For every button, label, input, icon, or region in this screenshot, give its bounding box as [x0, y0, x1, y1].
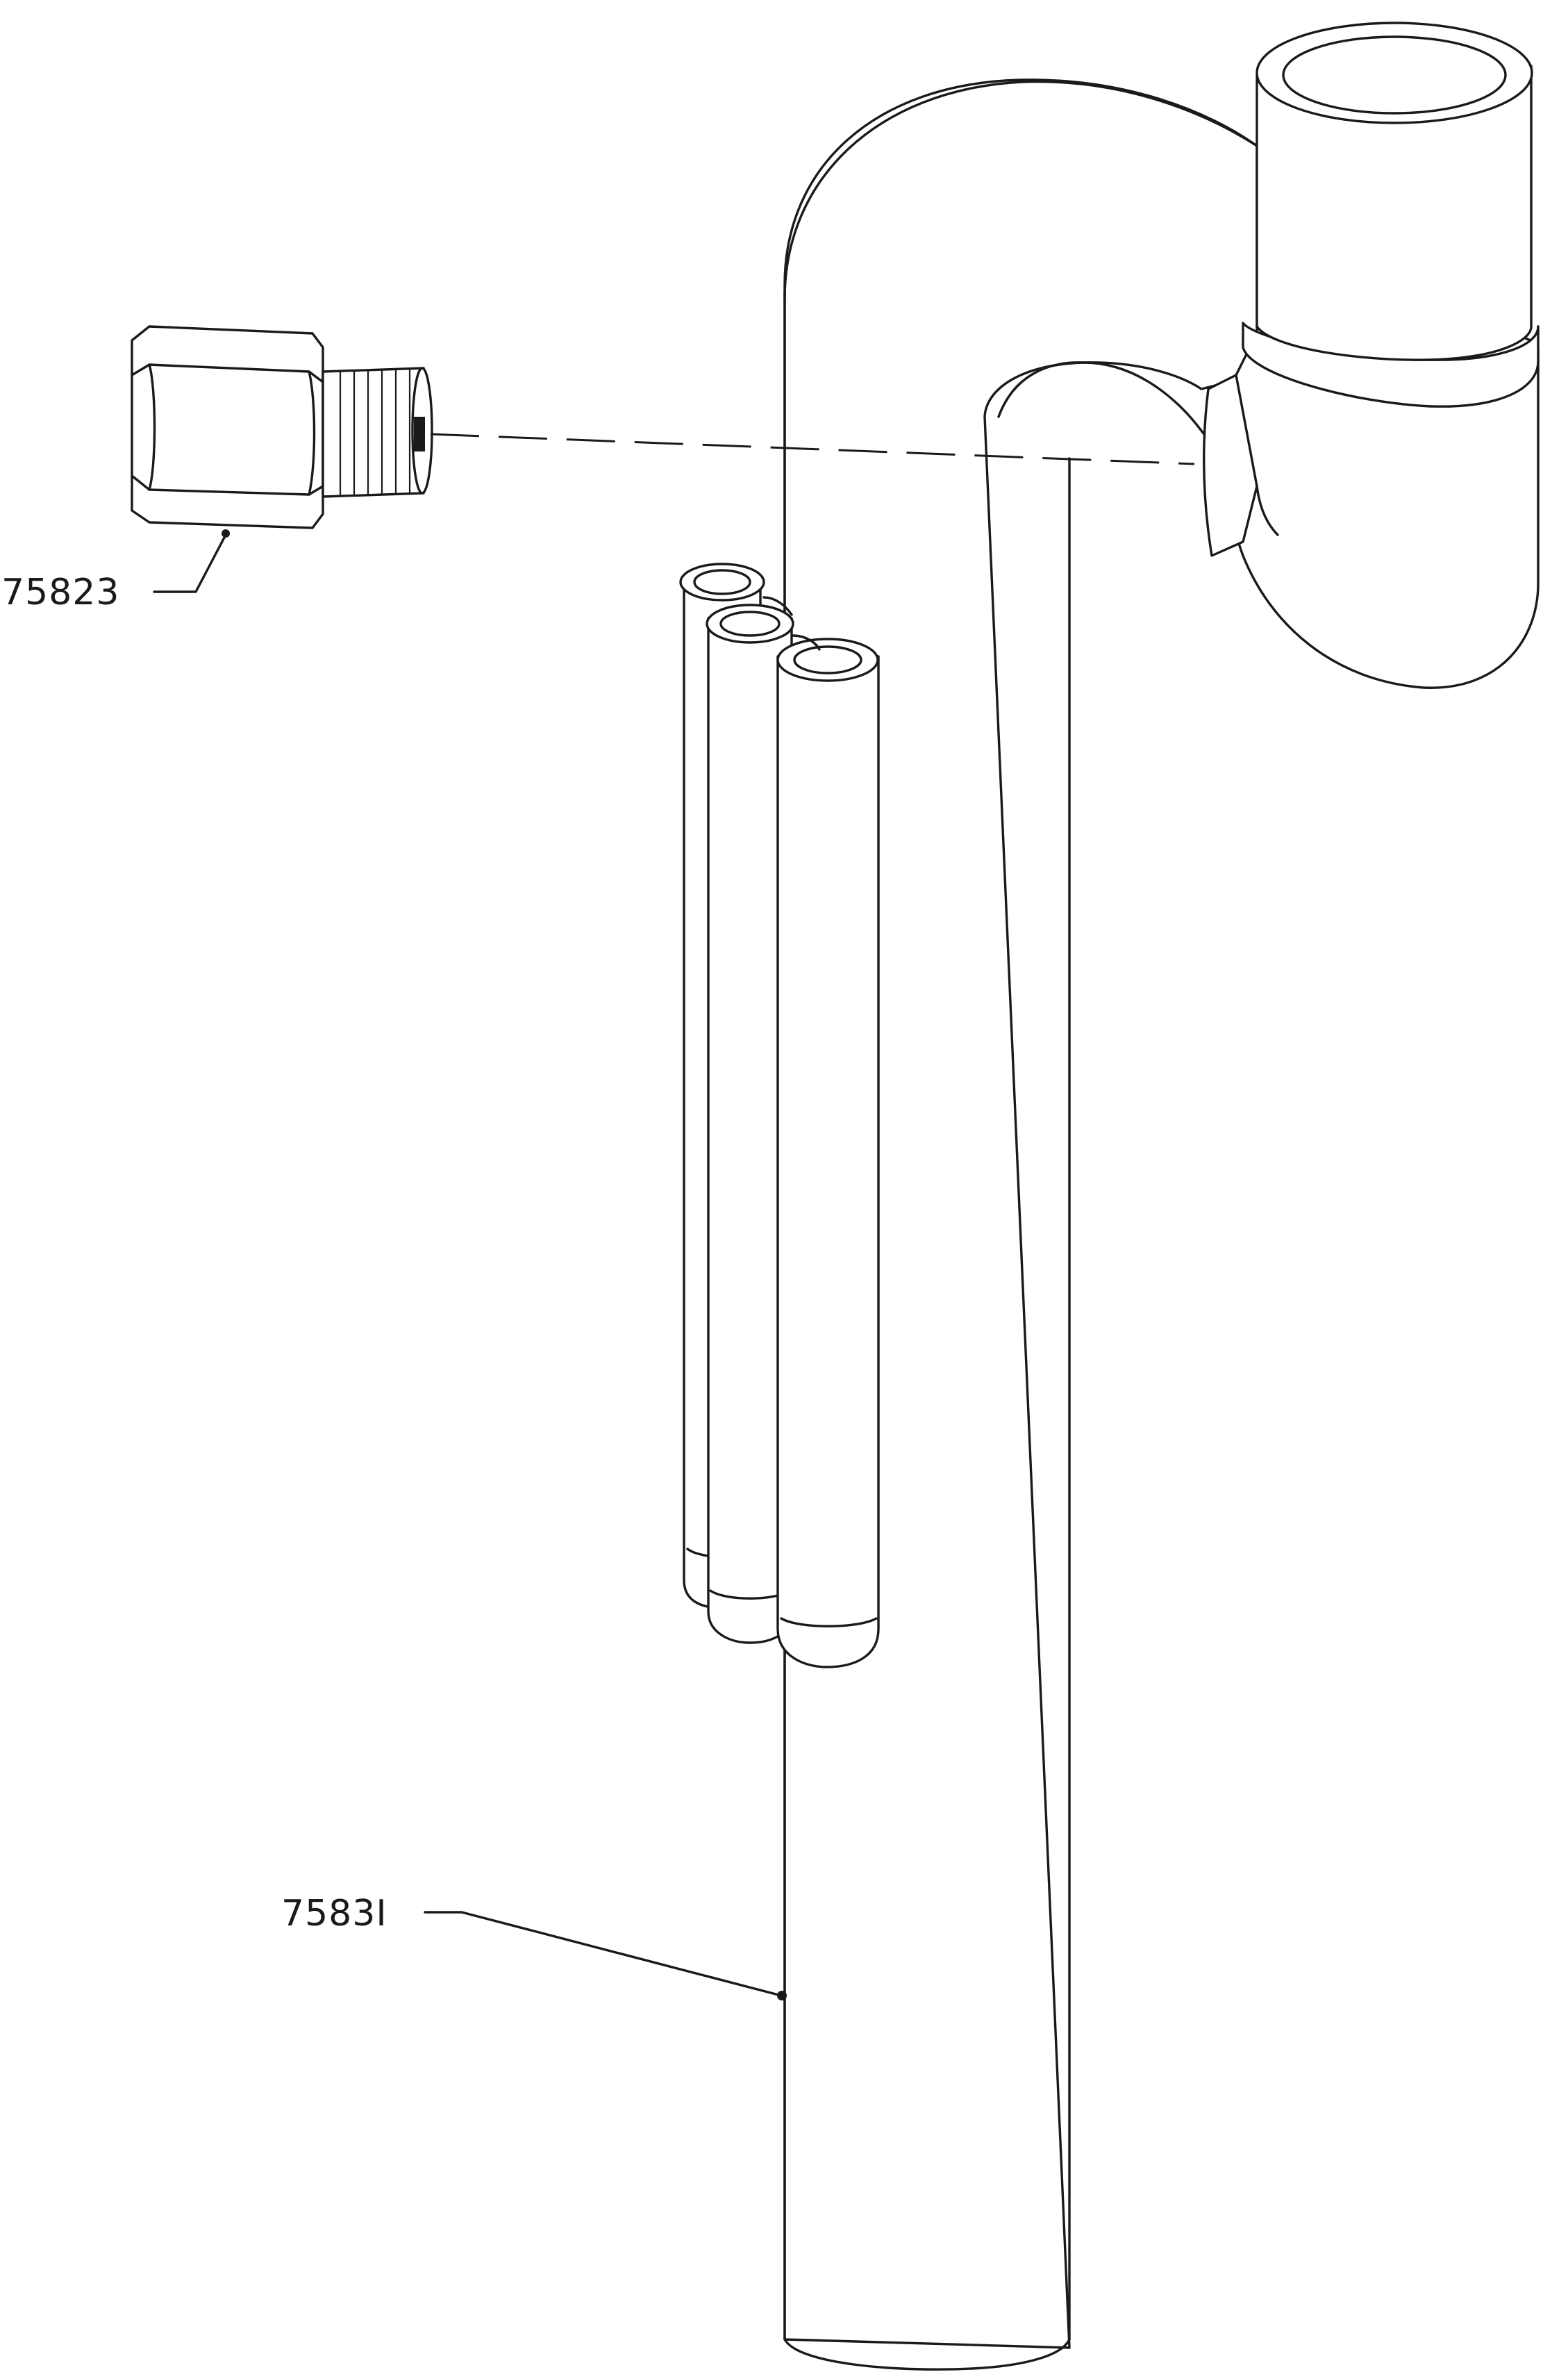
elbow-fitting	[1202, 22, 1540, 689]
callout-75823: 75823	[1, 529, 230, 613]
callout-75831: 7583I	[281, 1893, 787, 2000]
callout-label-75831: 7583I	[281, 1893, 387, 1934]
assembly-dashed-line	[430, 433, 1195, 465]
tube-bundle	[679, 563, 880, 1668]
hex-fitting	[131, 325, 433, 529]
callout-label-75823: 75823	[1, 572, 119, 613]
